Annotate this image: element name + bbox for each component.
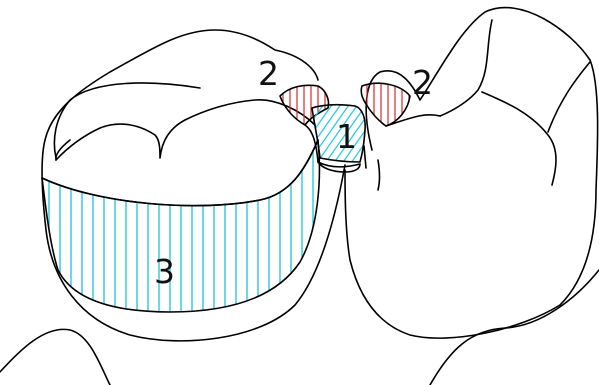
right-tooth-outline xyxy=(345,8,598,339)
label-region-1: 1 xyxy=(336,117,357,156)
label-region-2-left: 2 xyxy=(258,54,279,93)
right-tooth-ridge-line xyxy=(482,92,556,185)
right-tooth-wall xyxy=(364,146,380,190)
right-tooth-ridge-line-2 xyxy=(548,62,590,132)
label-region-2-right: 2 xyxy=(412,63,433,102)
region-2-right-hatch xyxy=(361,83,410,126)
right-tooth-cusp-line xyxy=(440,20,492,116)
contact-box-floor xyxy=(318,162,360,172)
left-tooth-occlusal-rim xyxy=(56,100,315,160)
label-region-3: 3 xyxy=(154,252,175,291)
gum-line-left xyxy=(0,329,110,385)
region-3-hatch xyxy=(42,140,319,312)
